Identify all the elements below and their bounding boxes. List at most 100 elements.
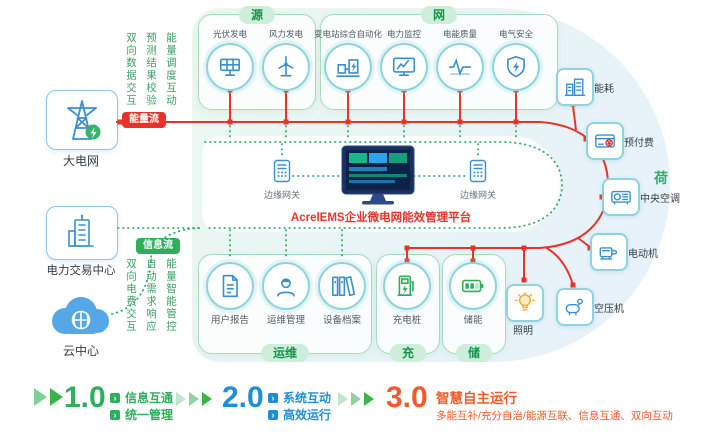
- solar-panel-icon: [219, 58, 241, 76]
- arrow-bullet-icon: [268, 392, 278, 403]
- node-label: 充电桩: [392, 315, 422, 326]
- node-prepaid: [586, 122, 624, 160]
- legend-version-2: 2.0: [222, 381, 264, 414]
- node-circle: [324, 43, 372, 91]
- node-label: 变电站综合自动化: [313, 29, 382, 39]
- top-annotation-vertical-text: 双向数据交互 预测结果校验 能量调度互动: [124, 32, 179, 107]
- motor-icon: [599, 247, 618, 260]
- energy-consumption-label: 能耗: [594, 84, 614, 95]
- arrow-bullet-icon: [110, 409, 120, 420]
- node-energy-consumption: [556, 68, 594, 106]
- node-equipment-archive: 设备档案: [307, 262, 377, 326]
- power-quality-icon: [448, 58, 472, 76]
- air-compressor-icon: [565, 298, 583, 316]
- central-ac-icon: [611, 190, 631, 205]
- transmission-tower-icon: [67, 100, 101, 140]
- legend-3-detail: 多能互补/充分自治/能源互联、信息互通、双向互动: [436, 410, 673, 422]
- arrow-bullet-icon: [110, 392, 120, 403]
- cloud-center-node: [40, 292, 118, 345]
- node-box: [590, 233, 628, 271]
- node-air-compressor: [556, 288, 594, 326]
- user-report-icon: [222, 274, 238, 298]
- node-box: [556, 68, 594, 106]
- node-pv: 光伏发电: [195, 28, 265, 91]
- node-circle: [436, 43, 484, 91]
- source-group-title: 源: [238, 6, 276, 24]
- trade-building-icon: [68, 214, 94, 247]
- chevron-icon: [189, 392, 199, 406]
- arrow-bullet-icon: [268, 409, 278, 420]
- node-circle: [206, 43, 254, 91]
- equipment-archive-icon: [331, 276, 355, 297]
- charging-pile-icon: [397, 275, 414, 297]
- platform-title: AcrelEMS企业微电网能效管理平台: [290, 212, 472, 224]
- legend-line: 信息互通: [125, 391, 174, 405]
- node-label: 电气安全: [498, 29, 533, 39]
- energy-flow-badge: 能量流: [122, 112, 166, 128]
- node-circle: [492, 43, 540, 91]
- node-charging-pile: 充电桩: [372, 262, 442, 326]
- node-circle: [449, 262, 497, 310]
- edge-gateway-icon: [469, 159, 487, 183]
- energy-consumption-icon: [564, 78, 586, 96]
- node-circle: [262, 262, 310, 310]
- edge-gateway-right: [467, 158, 489, 189]
- chevron-icon: [176, 392, 186, 406]
- trade-center-node: [46, 206, 118, 260]
- prepaid-icon: [595, 134, 615, 148]
- edge-gateway-icon: [273, 159, 291, 183]
- node-battery-storage: 储能: [438, 262, 508, 326]
- platform-monitor: [338, 144, 418, 211]
- power-monitor-icon: [392, 57, 416, 76]
- vtext-col: 双向电费交互: [125, 258, 137, 333]
- cloud-center-label: 云中心: [62, 344, 99, 358]
- om-group-title: 运维: [260, 344, 310, 362]
- edge-gateway-right-label: 边缘网关: [459, 190, 496, 200]
- node-user-report: 用户报告: [195, 262, 265, 326]
- legend-1-lines: 信息互通 统一管理: [110, 389, 173, 423]
- battery-storage-icon: [461, 279, 484, 293]
- legend-separator: [176, 392, 212, 406]
- chevron-icon: [34, 388, 47, 406]
- legend-separator: [338, 392, 374, 406]
- legend-line: 统一管理: [125, 408, 174, 422]
- charge-group-title: 充: [389, 344, 427, 362]
- chevron-icon: [202, 392, 212, 406]
- node-motor: [590, 233, 628, 271]
- wind-turbine-icon: [278, 55, 294, 77]
- lighting-label: 照明: [513, 326, 533, 337]
- monitor-screen: [341, 145, 415, 205]
- trade-center-label: 电力交易中心: [46, 265, 116, 277]
- vtext-col: 预测结果校验: [145, 32, 157, 107]
- chevron-icon: [364, 392, 374, 406]
- cloud-icon: [52, 297, 109, 334]
- legend-2-lines: 系统互动 高效运行: [268, 389, 331, 423]
- legend-lead-arrows: [34, 388, 63, 406]
- legend-version-1: 1.0: [64, 381, 106, 414]
- node-box: [602, 178, 640, 216]
- storage-group-title: 储: [455, 344, 493, 362]
- node-wind: 风力发电: [251, 28, 321, 91]
- node-circle: [380, 43, 428, 91]
- vtext-col: 能量调度互动: [165, 32, 177, 107]
- motor-label: 电动机: [628, 249, 658, 260]
- grid-group-title: 网: [420, 6, 458, 24]
- central-ac-label: 中央空调: [640, 194, 680, 205]
- grid-node: [46, 90, 118, 150]
- prepaid-label: 预付费: [624, 138, 654, 149]
- node-electrical-safety: 电气安全: [481, 28, 551, 91]
- node-lighting: [506, 284, 544, 322]
- node-label: 用户报告: [210, 315, 249, 326]
- legend-version-3: 3.0: [386, 381, 428, 414]
- substation-icon: [336, 59, 360, 78]
- node-circle: [318, 262, 366, 310]
- node-label: 运维管理: [266, 315, 305, 326]
- node-central-ac: [602, 178, 640, 216]
- node-label: 设备档案: [322, 315, 361, 326]
- node-substation: 变电站综合自动化: [313, 28, 383, 91]
- node-circle: [262, 43, 310, 91]
- node-label: 储能: [463, 315, 483, 326]
- node-label: 风力发电: [268, 29, 303, 39]
- edge-gateway-left-label: 边缘网关: [263, 190, 300, 200]
